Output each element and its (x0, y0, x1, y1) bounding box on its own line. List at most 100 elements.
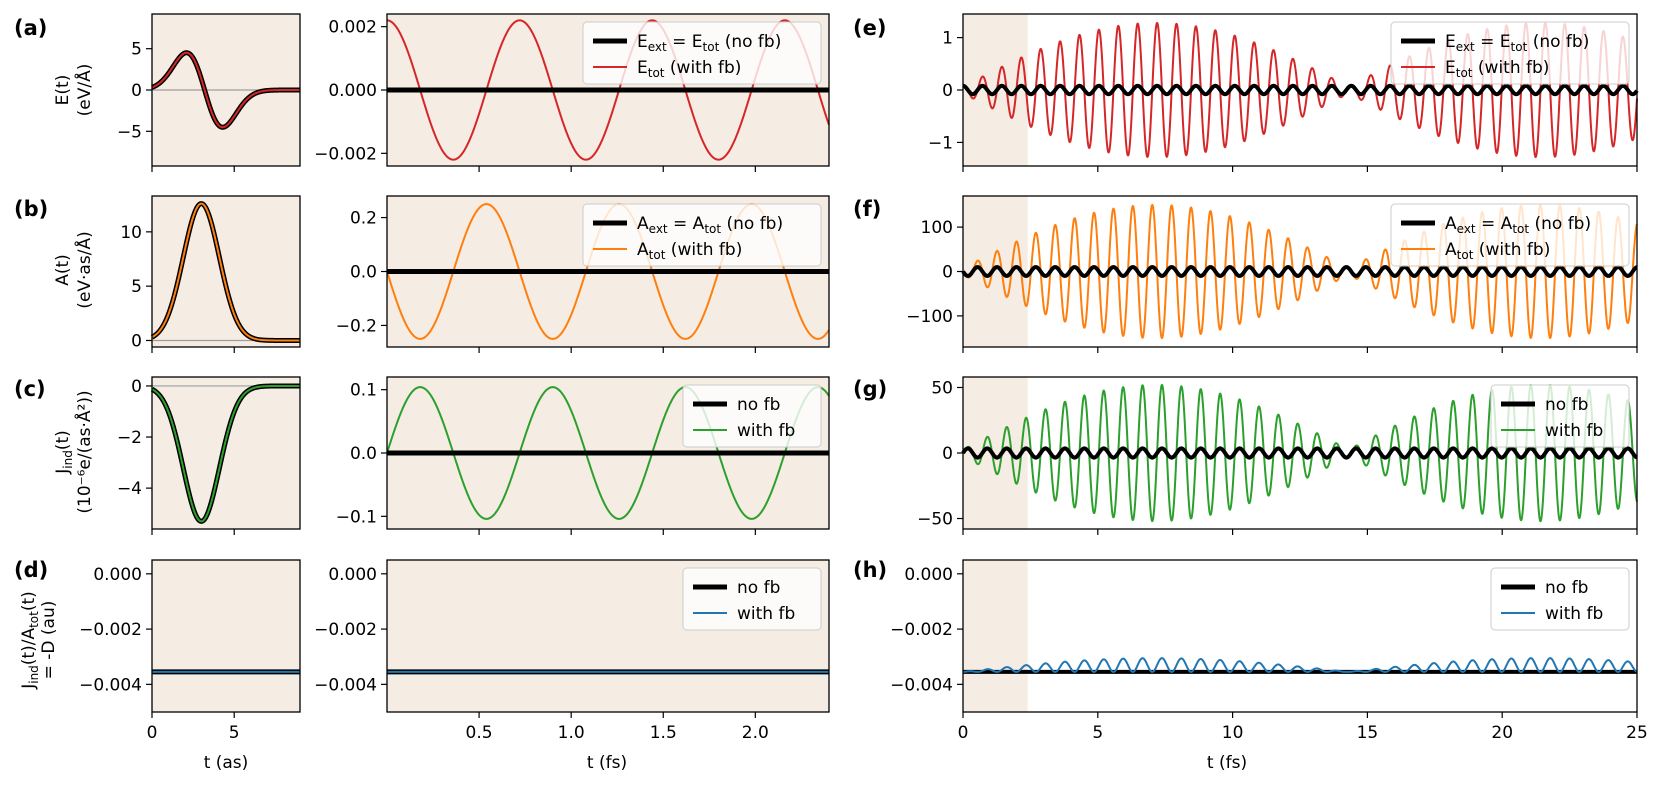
a-mid-legend-label-with-fb: Etot (with fb) (637, 58, 741, 80)
g-legend-box (1490, 384, 1630, 448)
d-left-shade (152, 560, 300, 712)
a-mid-ytick-label: 0.000 (328, 81, 377, 101)
b-mid-ytick-label: 0.2 (350, 209, 377, 229)
d-left-xtick-label: 0 (147, 723, 158, 743)
ylabel-b-line2: (eV·as/Å) (73, 231, 95, 308)
a-mid-frame (386, 13, 830, 167)
d-mid-frame (386, 559, 830, 713)
panel-label-e: (e) (853, 16, 886, 40)
b-mid-ytick-label: 0.0 (350, 263, 377, 283)
b-left-shade (152, 196, 300, 347)
d-left-ytick-label: −0.002 (79, 620, 142, 640)
a-mid-legend: Eext = Etot (no fb)Etot (with fb) (582, 21, 822, 85)
b-mid-legend: Aext = Atot (no fb)Atot (with fb) (582, 203, 822, 267)
ylabel-c: Jind(t) (10⁻⁶e/(as·Å²)) (53, 390, 95, 513)
g-no-fb-line (961, 446, 1639, 460)
c-left-frame (151, 376, 301, 530)
xlabel-left: t (as) (204, 753, 249, 773)
h-legend-box (1490, 567, 1630, 631)
b-left-ytick-label: 10 (120, 223, 142, 243)
ylabel-c-line2: (10⁻⁶e/(as·Å²)) (73, 390, 95, 513)
c-mid-with-fb-line (386, 386, 830, 520)
b-left-ytick-label: 5 (131, 277, 142, 297)
h-legend-label-no-fb: no fb (1545, 578, 1588, 598)
h-ytick-label: 0.000 (904, 565, 953, 585)
ylabel-d-line2: = -D (au) (39, 601, 59, 680)
h-ytick-label: −0.004 (890, 675, 953, 695)
h-shade (963, 560, 1028, 712)
h-xtick-label: 10 (1222, 723, 1244, 743)
d-left-xtick-label: 5 (229, 723, 240, 743)
c-mid-ytick-label: 0.1 (350, 381, 377, 401)
a-left-ytick-label: 5 (131, 40, 142, 60)
e-frame (962, 13, 1638, 167)
panel-label-d: (d) (14, 558, 48, 582)
b-mid-frame (386, 195, 830, 348)
f-legend-box (1390, 203, 1630, 267)
f-legend: Aext = Atot (no fb)Atot (with fb) (1390, 203, 1630, 267)
d-mid-ytick-label: −0.004 (314, 675, 377, 695)
e-ytick-label: 1 (942, 29, 953, 49)
ylabel-a-line2: (eV/Å) (73, 64, 95, 117)
e-legend-label-with-fb: Etot (with fb) (1445, 58, 1549, 80)
g-ytick-label: −50 (917, 510, 953, 530)
a-mid-ytick-label: −0.002 (314, 144, 377, 164)
d-mid-legend-label-with-fb: with fb (737, 604, 795, 624)
e-legend-label-no-fb: Eext = Etot (no fb) (1445, 32, 1589, 54)
c-left-with-fb-line (151, 384, 301, 523)
b-left-ytick-label: 0 (131, 331, 142, 351)
h-with-fb-line (962, 657, 1638, 673)
ylabel-d-line1: Jind(t)/Atot(t) (19, 591, 41, 690)
d-left-ytick-label: −0.004 (79, 675, 142, 695)
d-mid-ytick-label: −0.002 (314, 620, 377, 640)
d-mid-xtick-label: 1.0 (558, 723, 585, 743)
a-mid-ytick-label: 0.002 (328, 18, 377, 38)
b-mid-legend-box (582, 203, 822, 267)
c-left-ytick-label: −4 (117, 479, 142, 499)
ylabel-c-line1: Jind(t) (53, 430, 75, 475)
panel-label-h: (h) (853, 558, 887, 582)
g-ytick-label: 0 (942, 444, 953, 464)
h-ytick-label: −0.002 (890, 620, 953, 640)
a-left-frame (151, 13, 301, 167)
e-legend: Eext = Etot (no fb) Etot (with fb) (1390, 21, 1630, 85)
c-mid-frame (386, 376, 830, 530)
e-ytick-label: −1 (928, 133, 953, 153)
panel-label-f: (f) (853, 197, 881, 221)
b-left-with-fb-line (151, 202, 301, 342)
f-legend-label-with-fb: Atot (with fb) (1445, 240, 1550, 262)
d-left-ytick-label: 0.000 (93, 565, 142, 585)
c-mid-ytick-label: 0.0 (350, 444, 377, 464)
d-left-frame (151, 559, 301, 713)
ylabel-b-line1: A(t) (53, 254, 73, 286)
h-xtick-label: 5 (1092, 723, 1103, 743)
a-left-ytick-label: −5 (117, 122, 142, 142)
g-legend-label-with-fb: with fb (1545, 421, 1603, 441)
h-xtick-label: 20 (1491, 723, 1513, 743)
ylabel-b: A(t) (eV·as/Å) (53, 231, 95, 308)
b-mid-legend-label-with-fb: Atot (with fb) (637, 240, 742, 262)
g-ytick-label: 50 (931, 378, 953, 398)
c-left-ytick-label: 0 (131, 377, 142, 397)
e-no-fb-line (961, 83, 1639, 97)
panel-label-a: (a) (14, 16, 47, 40)
ylabel-a: E(t) (eV/Å) (53, 64, 95, 117)
panel-label-b: (b) (14, 197, 48, 221)
d-mid-xtick-label: 1.5 (650, 723, 677, 743)
xlabel-middle: t (fs) (587, 753, 627, 773)
d-mid-xtick-label: 0.5 (466, 723, 493, 743)
g-with-fb-line (962, 383, 1638, 523)
a-left-ytick-label: 0 (131, 81, 142, 101)
f-ytick-label: −100 (906, 307, 953, 327)
d-mid-ytick-label: 0.000 (328, 565, 377, 585)
ylabel-a-line1: E(t) (53, 75, 73, 106)
h-xtick-label: 15 (1357, 723, 1379, 743)
c-mid-legend-label-with-fb: with fb (737, 421, 795, 441)
h-xtick-label: 0 (958, 723, 969, 743)
c-mid-ytick-label: −0.1 (336, 507, 377, 527)
